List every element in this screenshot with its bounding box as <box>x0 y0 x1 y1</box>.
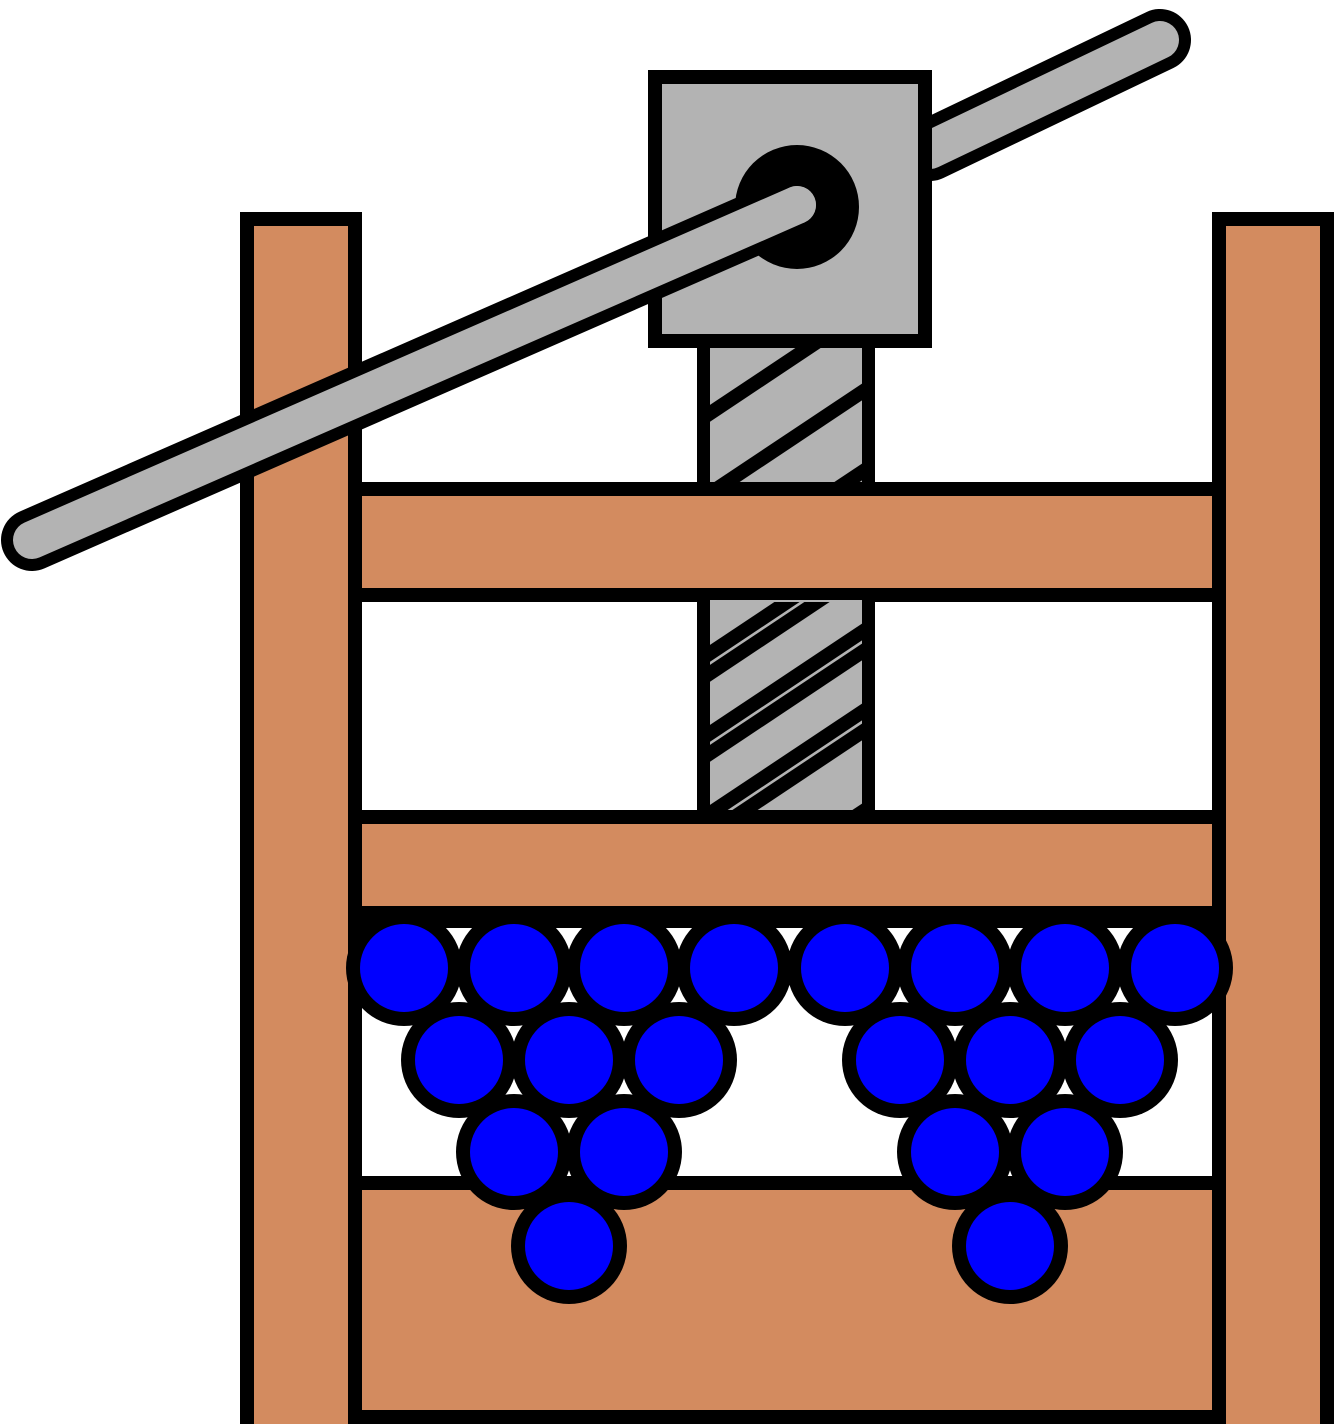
grape <box>580 1108 668 1196</box>
grape <box>801 924 889 1012</box>
turning-lever-back <box>899 9 1191 181</box>
lever-front-fill <box>13 186 816 559</box>
grape-cluster-left <box>346 910 792 1304</box>
grape <box>1021 1108 1109 1196</box>
screw-thread-upper <box>710 374 862 506</box>
plate-rail <box>348 920 1226 928</box>
screw-thread-upper <box>710 614 862 746</box>
grape <box>415 1016 503 1104</box>
screw-thread-lower <box>710 714 862 810</box>
grape <box>911 924 999 1012</box>
upper-beam-inner <box>362 496 1212 588</box>
grape <box>635 1016 723 1104</box>
lever-end-cap <box>778 186 816 224</box>
press-basin-inner <box>362 1190 1212 1410</box>
grape <box>360 924 448 1012</box>
screw-thread-upper <box>710 694 862 810</box>
grape <box>966 1016 1054 1104</box>
grape <box>911 1108 999 1196</box>
grape <box>856 1016 944 1104</box>
threaded-screw <box>697 340 875 812</box>
grape <box>525 1016 613 1104</box>
lever-back-fill <box>911 21 1179 169</box>
grape <box>580 924 668 1012</box>
grape <box>470 1108 558 1196</box>
grape <box>690 924 778 1012</box>
pressing-plate-inner <box>362 824 1212 906</box>
grape <box>525 1202 613 1290</box>
grape <box>1131 924 1219 1012</box>
right-post-inner <box>1226 226 1320 1424</box>
screw-thread-upper <box>710 346 862 426</box>
grape <box>1076 1016 1164 1104</box>
grape-cluster-right <box>787 910 1233 1304</box>
grape <box>1021 924 1109 1012</box>
grape <box>470 924 558 1012</box>
screw-thread-lower <box>710 634 862 766</box>
grape <box>966 1202 1054 1290</box>
turning-lever <box>1 174 828 571</box>
